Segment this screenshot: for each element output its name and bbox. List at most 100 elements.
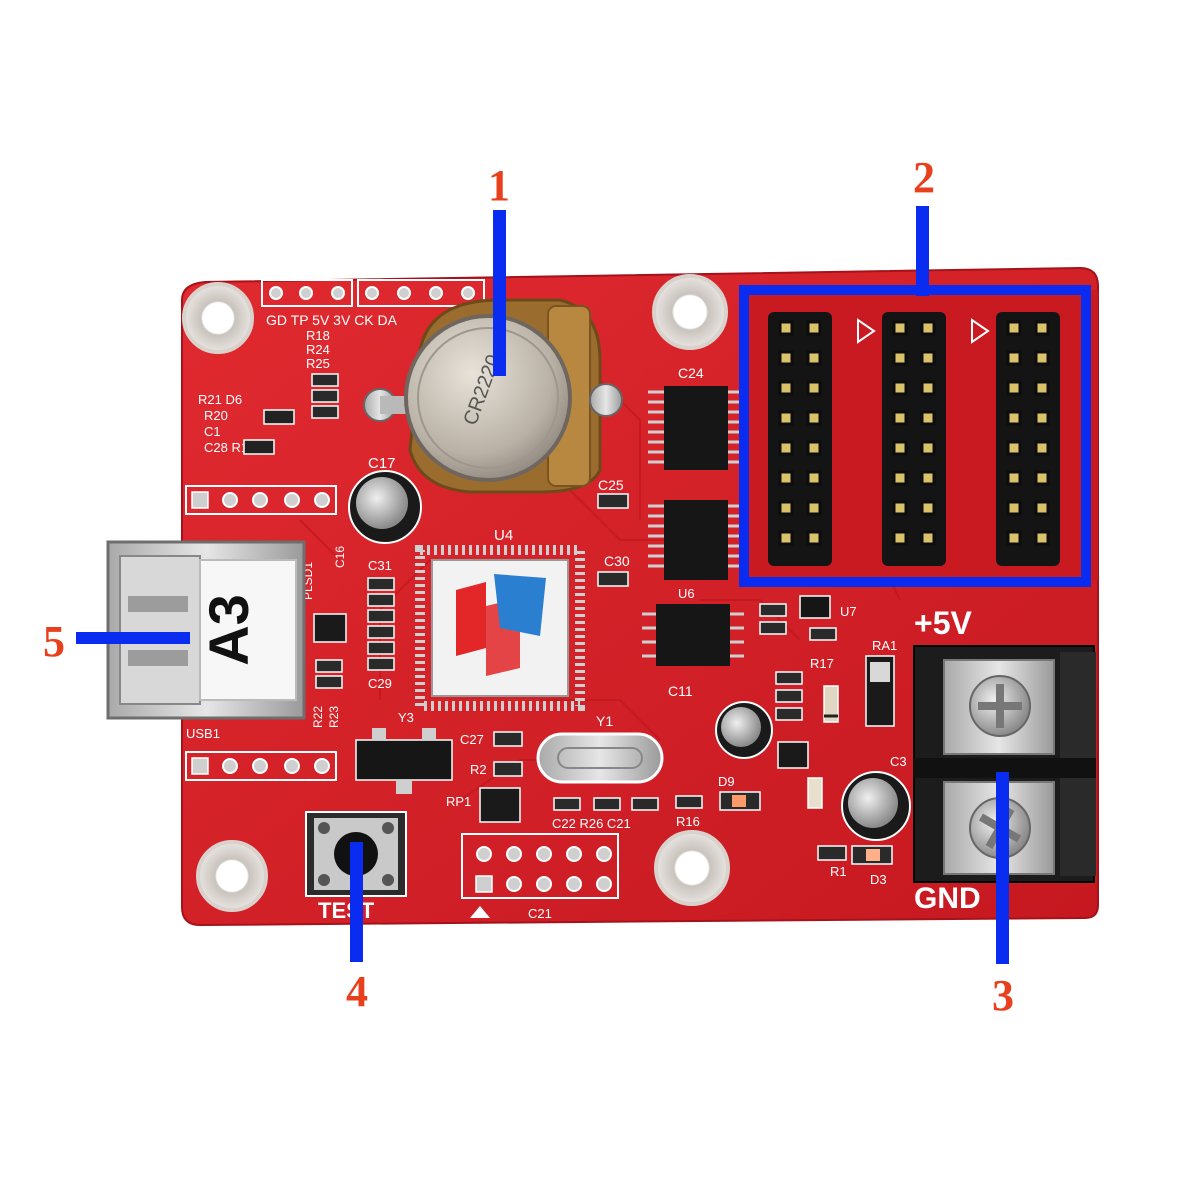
callout-3: 3 bbox=[992, 772, 1014, 1020]
header-pin bbox=[778, 350, 794, 366]
label-d9: D9 bbox=[718, 774, 735, 789]
callout-number-1: 1 bbox=[488, 161, 510, 210]
label-c24: C24 bbox=[678, 365, 704, 381]
callout-line-2 bbox=[916, 206, 929, 296]
callout-line-1 bbox=[493, 210, 506, 376]
header-pin bbox=[1006, 500, 1022, 516]
header-pin bbox=[1006, 440, 1022, 456]
terminal-screw-top bbox=[969, 675, 1031, 737]
header-pin bbox=[778, 320, 794, 336]
header-pin bbox=[806, 470, 822, 486]
label-gnd: GND bbox=[914, 882, 981, 915]
header-pin bbox=[920, 350, 936, 366]
header-pin bbox=[1006, 350, 1022, 366]
header-pin bbox=[806, 320, 822, 336]
capacitor-mid bbox=[715, 701, 809, 769]
label-r23: R23 bbox=[327, 706, 341, 728]
label-bottom-row: C22 R26 C21 bbox=[552, 816, 631, 831]
header-pin bbox=[920, 380, 936, 396]
coin-cell-battery: CR2220 bbox=[404, 314, 572, 482]
mounting-holes bbox=[182, 274, 730, 912]
label-r18: R18 bbox=[306, 328, 330, 343]
header-pin bbox=[920, 440, 936, 456]
callout-1: 1 bbox=[488, 161, 510, 376]
header-pin bbox=[806, 530, 822, 546]
label-c21: C21 bbox=[528, 906, 552, 921]
crystal-y1: Y1 bbox=[536, 713, 664, 784]
ic-second-driver: C25 C30 bbox=[597, 477, 744, 587]
header-pin bbox=[806, 500, 822, 516]
header-pin bbox=[1006, 530, 1022, 546]
label-c1: C1 bbox=[204, 424, 221, 439]
label-r22: R22 bbox=[311, 706, 325, 728]
label-rp1: RP1 bbox=[446, 794, 471, 809]
header-pin bbox=[892, 530, 908, 546]
header-pin bbox=[1006, 320, 1022, 336]
label-c27: C27 bbox=[460, 732, 484, 747]
header-pin bbox=[806, 380, 822, 396]
top-pin-header: GD TP 5V 3V CK DA bbox=[261, 279, 485, 328]
header-pin bbox=[892, 350, 908, 366]
callout-line-3 bbox=[996, 772, 1009, 964]
header-pin bbox=[778, 410, 794, 426]
header-pin bbox=[1034, 530, 1050, 546]
label-u7: U7 bbox=[840, 604, 857, 619]
header-pin bbox=[778, 380, 794, 396]
label-y3: Y3 bbox=[398, 710, 414, 725]
label-r17: R17 bbox=[810, 656, 834, 671]
resistor-ra1: RA1 bbox=[865, 638, 897, 727]
cap-array-left: C31 C16 PLSD1 C29 R22 R23 bbox=[301, 546, 395, 728]
label-c16: C16 bbox=[333, 546, 347, 568]
label-r20: R20 bbox=[204, 408, 228, 423]
header-pin bbox=[892, 440, 908, 456]
header-pin bbox=[892, 470, 908, 486]
callout-box-2 bbox=[739, 285, 1091, 587]
callout-number-4: 4 bbox=[346, 967, 368, 1016]
crystal-y3: Y3 bbox=[355, 710, 453, 794]
hub-header-3 bbox=[996, 312, 1060, 566]
mcu-u4: U4 bbox=[415, 527, 585, 711]
label-c29: C29 bbox=[368, 676, 392, 691]
header-pin bbox=[1034, 500, 1050, 516]
chip-logo bbox=[456, 574, 546, 676]
header-pin bbox=[778, 500, 794, 516]
callout-number-3: 3 bbox=[992, 971, 1014, 1020]
label-c25: C25 bbox=[598, 477, 624, 493]
label-c28-r14: C28 R14 bbox=[204, 440, 255, 455]
header-pin bbox=[920, 410, 936, 426]
hub-header-1 bbox=[768, 312, 832, 566]
label-r16: R16 bbox=[676, 814, 700, 829]
header-pin bbox=[892, 320, 908, 336]
label-r2: R2 bbox=[470, 762, 487, 777]
ic-u7-area: U7 R17 bbox=[759, 595, 857, 723]
pin-row-labels: GD TP 5V 3V CK DA bbox=[266, 312, 398, 328]
header-pin bbox=[892, 410, 908, 426]
header-pin bbox=[778, 470, 794, 486]
header-pin bbox=[1034, 440, 1050, 456]
label-u4: U4 bbox=[494, 527, 513, 544]
hub-output-headers bbox=[748, 290, 1098, 580]
callout-2: 2 bbox=[739, 153, 1091, 587]
header-pin bbox=[1006, 410, 1022, 426]
header-pin bbox=[920, 530, 936, 546]
small-parts-center: C27 R2 RP1 C22 R26 C21 R16 bbox=[446, 731, 703, 831]
header-pin bbox=[1006, 470, 1022, 486]
header-pin bbox=[806, 350, 822, 366]
label-c31: C31 bbox=[368, 558, 392, 573]
left-pin-header-top bbox=[185, 485, 337, 515]
header-pin bbox=[920, 320, 936, 336]
usb-sticker-text: A3 bbox=[197, 594, 260, 666]
capacitor-c17: C17 bbox=[348, 455, 422, 544]
label-r1: R1 bbox=[830, 864, 847, 879]
left-silkscreen: R21 D6 R20 C1 C28 R14 R18 R24 R25 bbox=[198, 328, 339, 455]
label-plus5v: +5V bbox=[914, 605, 972, 641]
callout-4: 4 bbox=[346, 842, 368, 1016]
header-pin bbox=[1034, 320, 1050, 336]
label-c3: C3 bbox=[890, 754, 907, 769]
ic-top-driver: C24 bbox=[648, 365, 744, 470]
callout-number-5: 5 bbox=[43, 617, 65, 666]
header-pin bbox=[778, 440, 794, 456]
header-pin bbox=[920, 500, 936, 516]
left-pin-header-bottom bbox=[185, 751, 337, 781]
